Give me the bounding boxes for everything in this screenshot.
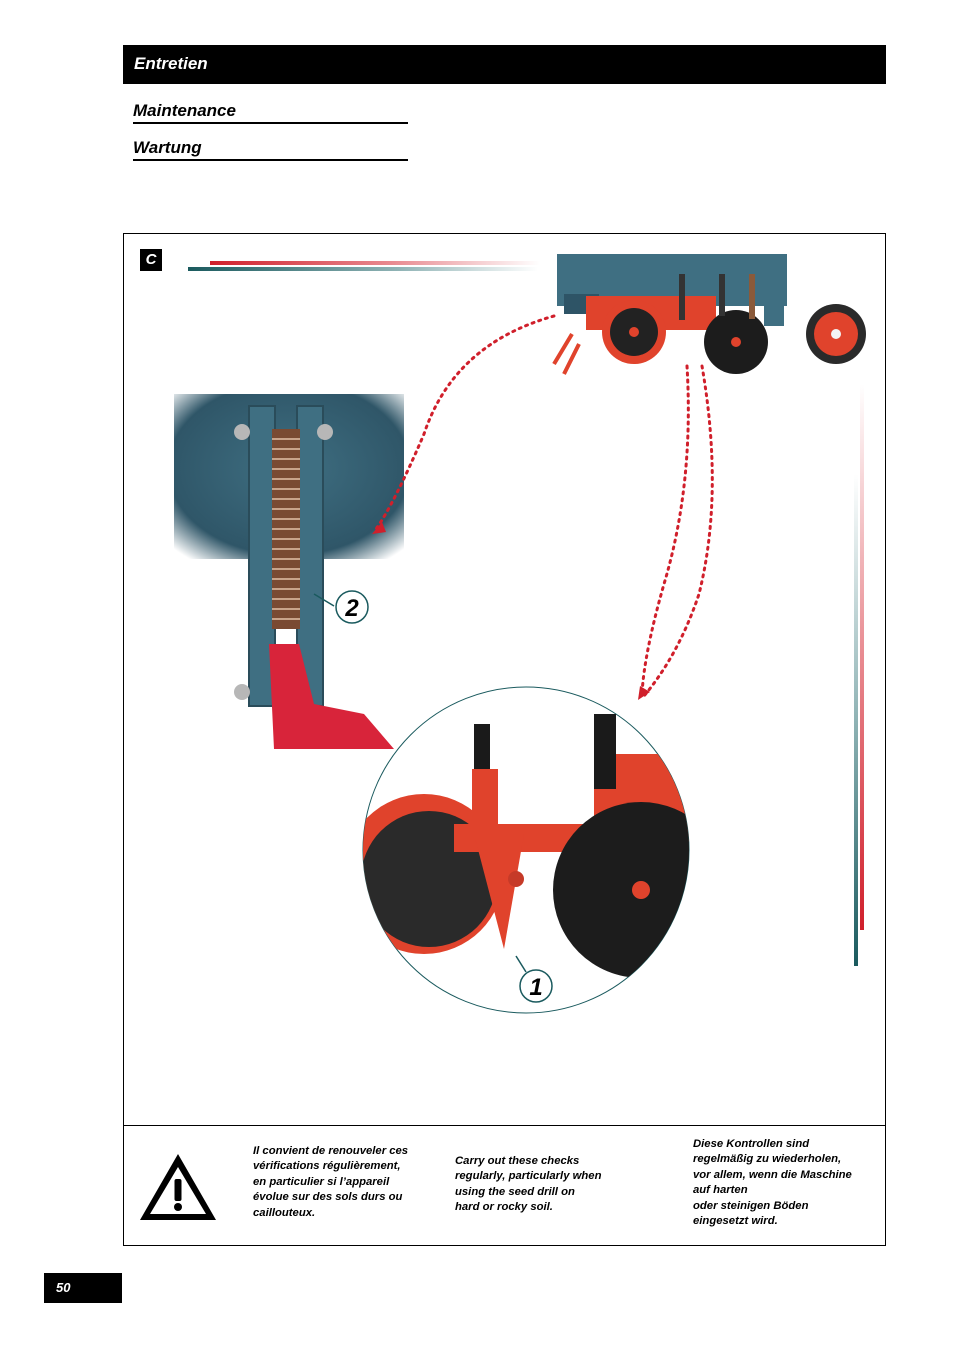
figure-frame: C (123, 233, 886, 1246)
subtitle-english: Maintenance (133, 101, 408, 124)
decor-rule-teal-vertical (854, 474, 858, 966)
leader-line-coulter-a (640, 364, 690, 696)
subtitle-german: Wartung (133, 138, 408, 161)
section-title: Entretien (134, 54, 208, 73)
figure-letter: C (140, 249, 162, 271)
leader-line-coulter-b (642, 364, 714, 698)
page-number-box: 50 (44, 1273, 122, 1303)
warning-text-german: Diese Kontrollen sind regelmäßig zu wied… (693, 1138, 852, 1228)
spring-assembly-image (174, 394, 404, 749)
arrowhead-spring (372, 522, 386, 534)
page-number: 50 (56, 1280, 71, 1295)
warning-text-french: Il convient de renouveler ces vérificati… (253, 1145, 409, 1219)
callout-2-label: 2 (344, 595, 359, 622)
notes-divider (124, 1125, 885, 1126)
arrowhead-coulter (638, 686, 650, 700)
figure-illustration: 2 1 (174, 254, 866, 1014)
callout-1-label: 1 (529, 974, 542, 1001)
coulter-detail-image (362, 686, 690, 1014)
callout-1-circle (519, 969, 553, 1003)
leader-line-spring (374, 314, 556, 531)
decor-rule-teal (188, 267, 538, 271)
callout-2-circle (335, 590, 369, 624)
seed-drill-overview-image (552, 254, 866, 375)
warning-icon (140, 1154, 216, 1220)
decor-rule-red (210, 261, 540, 265)
decor-rule-red-vertical (860, 384, 864, 930)
warning-text-english: Carry out these checks regularly, partic… (455, 1155, 602, 1214)
section-header-bar: Entretien (123, 45, 886, 84)
